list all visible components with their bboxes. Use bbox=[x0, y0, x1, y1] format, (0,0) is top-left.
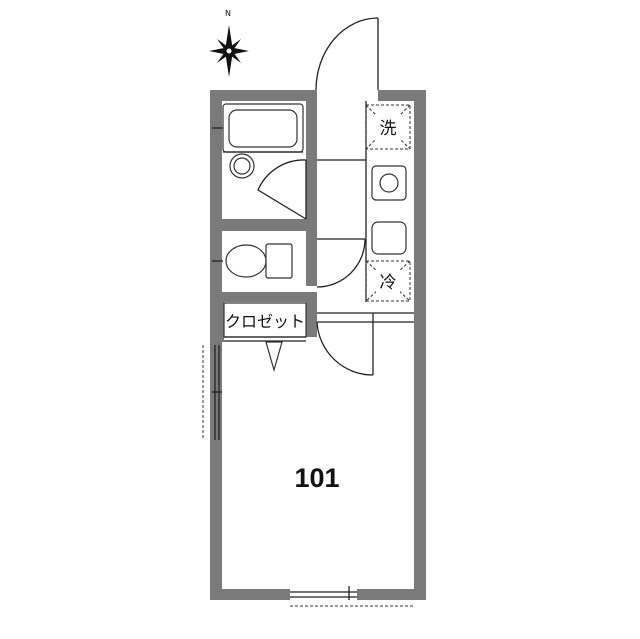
bottom-window bbox=[290, 586, 414, 607]
room-number: 101 bbox=[294, 463, 339, 493]
entrance-door bbox=[315, 17, 379, 91]
bathroom-door bbox=[257, 159, 307, 220]
washer-label: 洗 bbox=[380, 119, 397, 139]
closet-label: クロゼット bbox=[225, 312, 305, 331]
toilet-door bbox=[316, 238, 366, 288]
left-window bbox=[202, 345, 222, 440]
washer-space: 洗 bbox=[365, 104, 411, 150]
compass-rose-icon bbox=[209, 25, 249, 77]
fridge-space: 冷 bbox=[365, 260, 411, 302]
compass-north-label: N bbox=[225, 9, 231, 18]
bathtub bbox=[212, 103, 304, 153]
toilet bbox=[212, 243, 293, 279]
fridge-label: 冷 bbox=[380, 273, 397, 293]
compass: N bbox=[209, 9, 249, 77]
walls bbox=[210, 90, 426, 600]
room-door bbox=[316, 312, 414, 376]
wash-basin bbox=[223, 151, 303, 179]
closet: クロゼット bbox=[223, 302, 307, 373]
